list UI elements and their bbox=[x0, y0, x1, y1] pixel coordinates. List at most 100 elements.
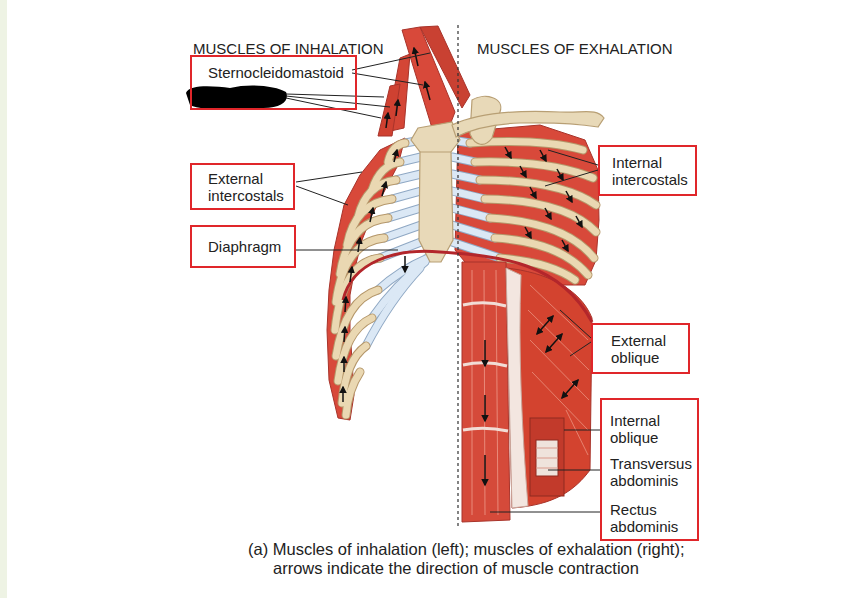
left-rib-cartilage bbox=[384, 225, 421, 238]
right-rib-cage bbox=[470, 142, 596, 280]
leader-lines bbox=[286, 94, 384, 97]
leader-lines bbox=[548, 470, 600, 471]
label-box: Sternocleidomastoid bbox=[190, 55, 357, 110]
contraction-arrows bbox=[484, 340, 486, 366]
contraction-arrows bbox=[520, 166, 526, 177]
label-box: Diaphragm bbox=[190, 225, 296, 268]
contraction-arrows bbox=[545, 208, 551, 219]
contraction-arrows bbox=[370, 208, 373, 222]
muscle-label: Rectus abdominis bbox=[610, 501, 695, 535]
sternum-bone bbox=[411, 122, 460, 262]
left-rib-bone bbox=[335, 143, 405, 415]
abdominal-muscles bbox=[484, 270, 485, 515]
section-heading: MUSCLES OF EXHALATION bbox=[477, 40, 673, 57]
contraction-arrows bbox=[425, 82, 430, 100]
abdominal-muscles bbox=[472, 270, 498, 515]
left-rib-cartilage bbox=[392, 191, 421, 199]
leader-lines bbox=[545, 170, 598, 186]
left-rib-cartilage bbox=[388, 208, 421, 218]
abdominal-muscles bbox=[463, 303, 506, 306]
contraction-arrows bbox=[350, 267, 352, 282]
contraction-arrows bbox=[484, 395, 486, 421]
leader-lines bbox=[296, 186, 348, 205]
abdominal-muscles bbox=[530, 285, 588, 340]
abdominal-muscles bbox=[506, 268, 528, 508]
contraction-arrows bbox=[505, 147, 511, 158]
left-rib-bone bbox=[346, 372, 360, 415]
right-rib-cage bbox=[475, 162, 593, 178]
label-box: External intercostals bbox=[190, 163, 295, 210]
contraction-arrows bbox=[414, 48, 418, 66]
muscle-label: Internal intercostals bbox=[612, 154, 691, 188]
sternum-bone bbox=[411, 122, 460, 262]
internal-intercostal-muscle bbox=[455, 125, 599, 285]
contraction-arrows bbox=[530, 187, 536, 198]
figure-caption: (a) Muscles of inhalation (left); muscle… bbox=[248, 540, 703, 578]
leader-lines bbox=[296, 172, 362, 182]
muscle-label: External oblique bbox=[611, 332, 684, 366]
muscle-label: Transversus abdominis bbox=[610, 455, 695, 489]
abdominal-muscles bbox=[463, 428, 508, 431]
leader-lines bbox=[560, 310, 591, 338]
left-rib-bone bbox=[335, 143, 405, 415]
neck-muscles bbox=[378, 84, 400, 136]
abdominal-muscles bbox=[472, 270, 473, 515]
contraction-arrows bbox=[345, 297, 346, 312]
left-rib-cartilage bbox=[392, 191, 421, 199]
contraction-arrows bbox=[343, 48, 582, 485]
contraction-arrows bbox=[343, 357, 345, 372]
leader-lines bbox=[286, 53, 600, 512]
contraction-arrows bbox=[396, 100, 398, 116]
redaction-blot bbox=[186, 85, 287, 109]
contraction-arrows bbox=[404, 256, 406, 272]
contraction-arrows bbox=[394, 150, 397, 162]
leader-lines bbox=[548, 150, 598, 165]
abdominal-muscles bbox=[536, 458, 558, 459]
neck-muscles bbox=[402, 27, 455, 130]
contraction-arrows bbox=[557, 169, 563, 180]
sternum-bone bbox=[420, 152, 451, 153]
right-rib-cage bbox=[452, 191, 485, 199]
clavicle-bone bbox=[452, 111, 604, 137]
contraction-arrows bbox=[540, 150, 546, 161]
internal-intercostal-muscle bbox=[455, 125, 599, 285]
right-rib-cage bbox=[475, 162, 593, 178]
abdominal-muscles bbox=[536, 448, 558, 449]
leader-lines bbox=[352, 73, 423, 85]
muscle-label: Sternocleidomastoid bbox=[208, 64, 351, 81]
diaphragm-outline bbox=[343, 251, 592, 322]
leader-lines bbox=[296, 250, 398, 251]
right-rib-cage bbox=[452, 191, 485, 199]
contraction-arrows bbox=[537, 316, 553, 334]
leader-lines bbox=[286, 98, 381, 118]
label-box: Internal intercostals bbox=[598, 145, 697, 196]
redaction-blot bbox=[186, 85, 287, 109]
abdominal-muscles bbox=[530, 418, 564, 496]
abdominal-muscles bbox=[463, 303, 508, 431]
leader-lines bbox=[570, 342, 591, 356]
contraction-arrows bbox=[525, 227, 531, 238]
right-rib-cage bbox=[452, 140, 596, 280]
left-rib-bone bbox=[336, 290, 378, 356]
contraction-arrows bbox=[562, 240, 568, 251]
contraction-arrows bbox=[342, 387, 344, 402]
muscle-label: Diaphragm bbox=[208, 238, 290, 255]
abdominal-muscles bbox=[528, 310, 589, 370]
abdominal-muscles bbox=[496, 270, 498, 515]
contraction-arrows bbox=[546, 334, 562, 352]
page-edge-strip bbox=[0, 0, 7, 598]
contraction-arrows bbox=[576, 216, 582, 227]
left-rib-bone bbox=[335, 143, 405, 415]
muscle-label: Internal oblique bbox=[610, 412, 695, 446]
right-rib-cage bbox=[470, 142, 596, 280]
contraction-arrows bbox=[386, 113, 388, 128]
abdominal-muscles bbox=[566, 410, 588, 455]
muscle-label: External intercostals bbox=[208, 170, 289, 204]
abdominal-muscles bbox=[536, 440, 558, 476]
left-rib-cartilage bbox=[366, 268, 420, 346]
leader-lines bbox=[564, 430, 600, 431]
contraction-arrows bbox=[562, 380, 578, 398]
